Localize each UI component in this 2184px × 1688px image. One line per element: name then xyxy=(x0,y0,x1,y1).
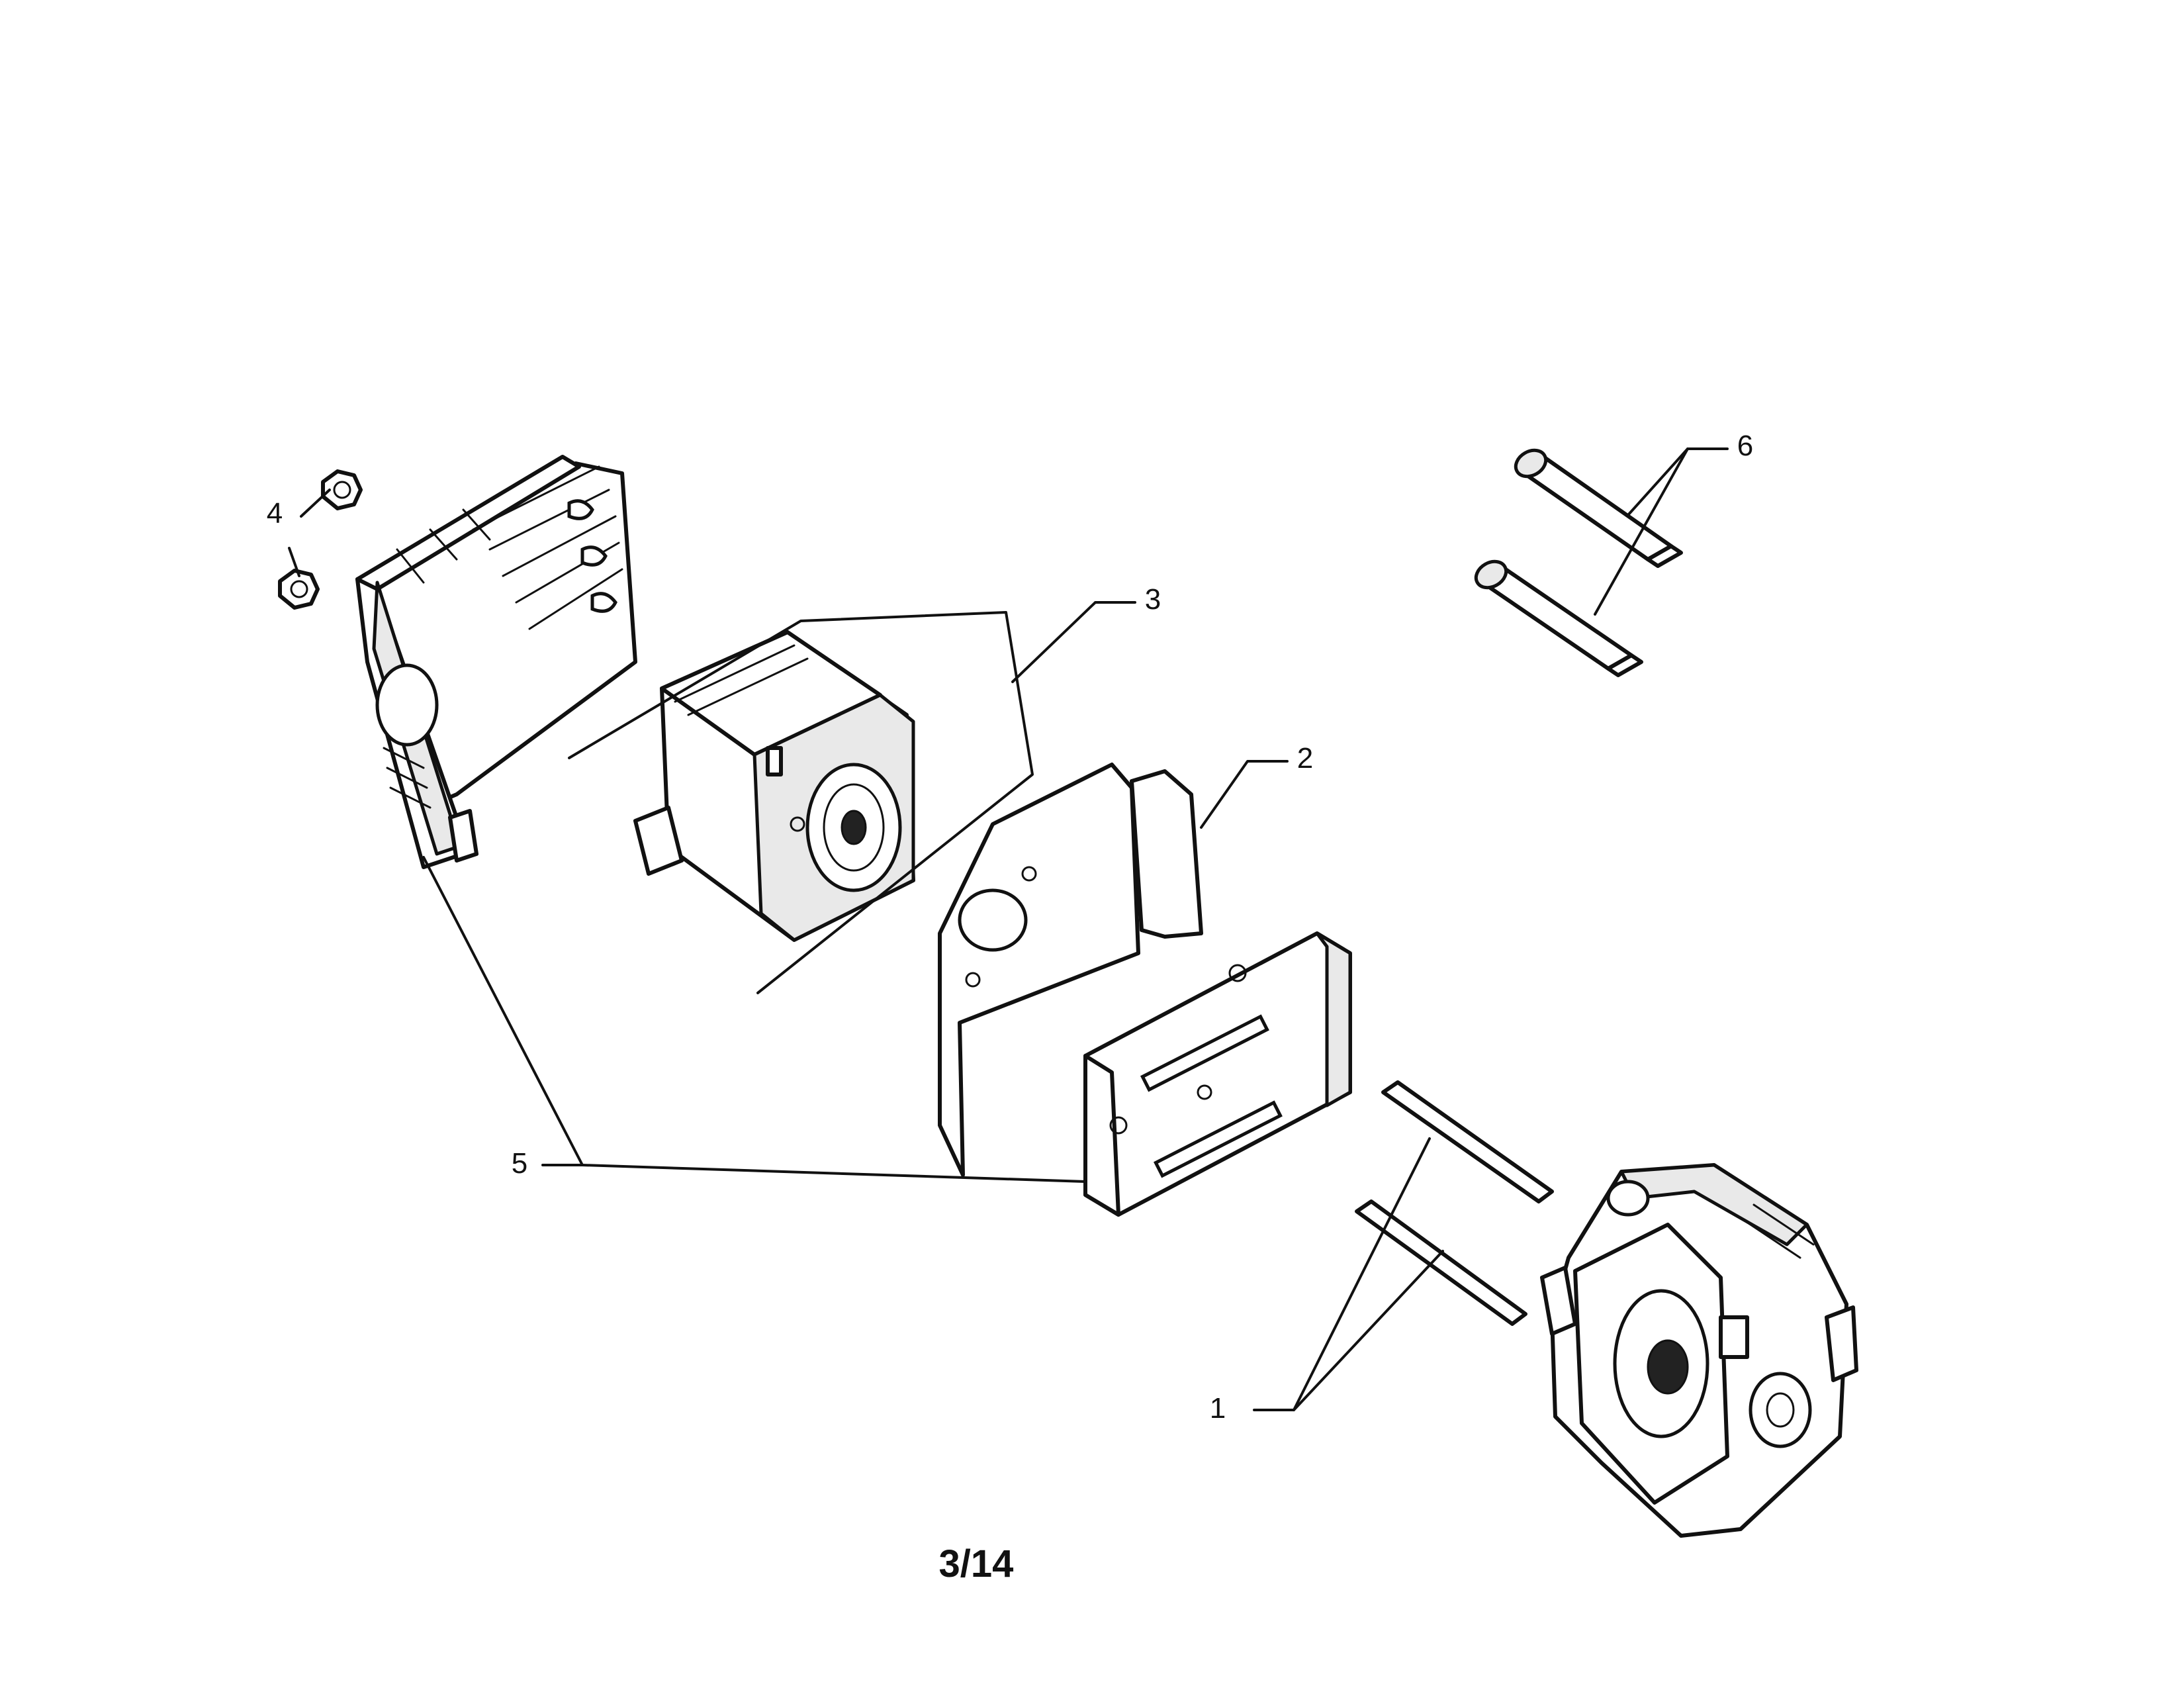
part-3-muffler xyxy=(633,630,915,942)
engine-housing xyxy=(1540,1163,1858,1538)
callout-3: 3 xyxy=(1145,583,1161,616)
leader-lines xyxy=(288,447,1729,1411)
part-5-muffler-shield xyxy=(355,455,637,869)
callout-2: 2 xyxy=(1297,742,1313,774)
part-4-nuts xyxy=(278,469,363,610)
part-2-gaskets xyxy=(938,763,1203,1177)
part-6-bolts xyxy=(1474,448,1683,677)
callouts: 1 2 3 4 5 6 xyxy=(267,430,1753,1425)
callout-1: 1 xyxy=(1210,1392,1226,1425)
part-5-heat-shield-plate xyxy=(1083,931,1352,1217)
page-number: 3/14 xyxy=(939,1542,1014,1585)
callout-4: 4 xyxy=(267,497,283,530)
callout-5: 5 xyxy=(512,1147,527,1180)
callout-6: 6 xyxy=(1737,430,1753,462)
part-1-studs xyxy=(1355,1080,1554,1326)
